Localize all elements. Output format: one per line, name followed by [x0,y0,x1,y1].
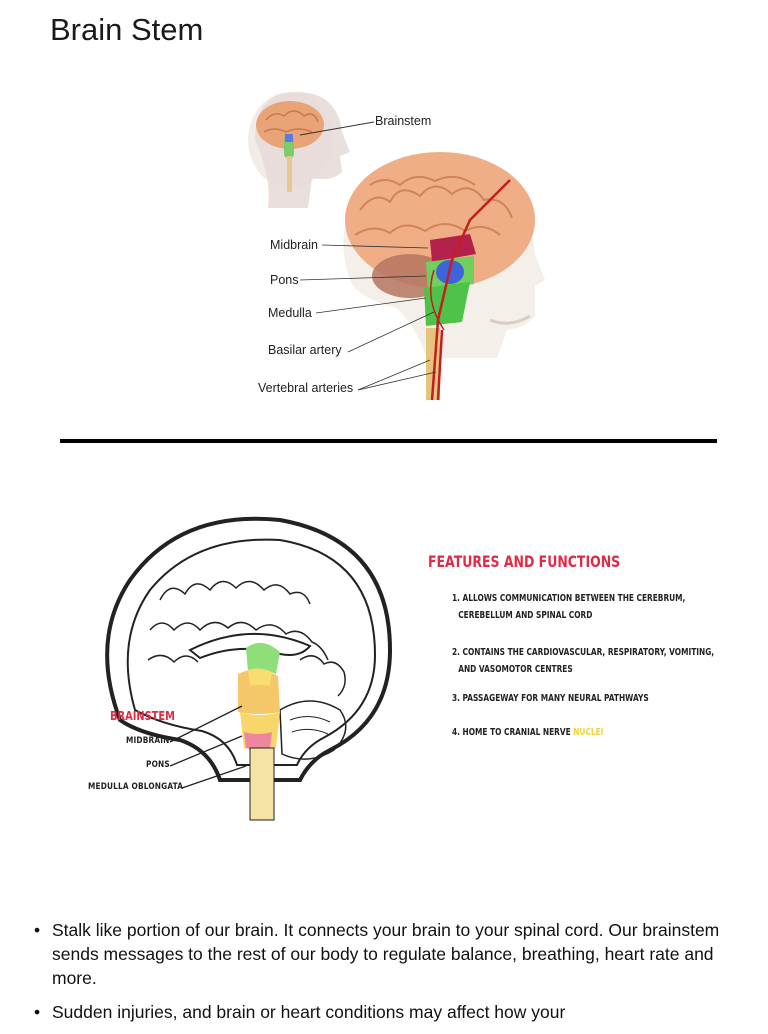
sketch-label-midbrain: MIDBRAIN [126,736,170,746]
label-basilar-artery: Basilar artery [268,343,342,357]
feature-3: 3. PASSAGEWAY FOR MANY NEURAL PATHWAYS [452,690,649,707]
feature-4-highlight: NUCLEI [573,727,604,738]
feature-2-line1: 2. CONTAINS THE CARDIOVASCULAR, RESPIRAT… [452,647,715,658]
feature-1: 1. ALLOWS COMMUNICATION BETWEEN THE CERE… [452,590,685,624]
label-medulla: Medulla [268,306,312,320]
feature-2: 2. CONTAINS THE CARDIOVASCULAR, RESPIRAT… [452,644,714,678]
page-title: Brain Stem [50,12,204,47]
section-divider [60,439,717,443]
bullet-item: • Sudden injuries, and brain or heart co… [30,1000,750,1024]
bullet-list: • Stalk like portion of our brain. It co… [30,918,750,1034]
bullet-dot-icon: • [34,920,41,940]
brain-sketch [105,516,393,821]
label-vertebral-arteries: Vertebral arteries [258,381,354,395]
brainstem-anatomy-figure: Brainstem Midbrain Pons Medulla Basilar … [240,80,560,410]
bullet-text: Stalk like portion of our brain. It conn… [52,920,720,988]
feature-1-line1: 1. ALLOWS COMMUNICATION BETWEEN THE CERE… [452,593,686,604]
feature-4: 4. HOME TO CRANIAL NERVE NUCLEI [452,724,603,741]
bullet-dot-icon: • [34,1002,41,1022]
label-brainstem: Brainstem [375,114,432,128]
sketch-label-medulla-oblongata: MEDULLA OBLONGATA [88,782,184,792]
label-midbrain: Midbrain [270,238,318,252]
features-title: FEATURES AND FUNCTIONS [428,552,621,571]
brain-sketch-figure: MIDBRAIN PONS MEDULLA OBLONGATA [80,510,410,830]
label-pons: Pons [270,273,299,287]
feature-4-line1: 4. HOME TO CRANIAL NERVE [452,727,574,738]
feature-2-line2: AND VASOMOTOR CENTRES [458,664,573,675]
sketch-label-brainstem: BRAINSTEM [110,709,175,723]
sketch-label-pons: PONS [146,760,170,770]
anatomy-illustration [248,92,545,401]
bullet-item: • Stalk like portion of our brain. It co… [30,918,750,990]
feature-1-line2: CEREBELLUM AND SPINAL CORD [458,610,593,621]
feature-3-line1: 3. PASSAGEWAY FOR MANY NEURAL PATHWAYS [452,693,649,704]
bullet-text: Sudden injuries, and brain or heart cond… [52,1002,566,1022]
